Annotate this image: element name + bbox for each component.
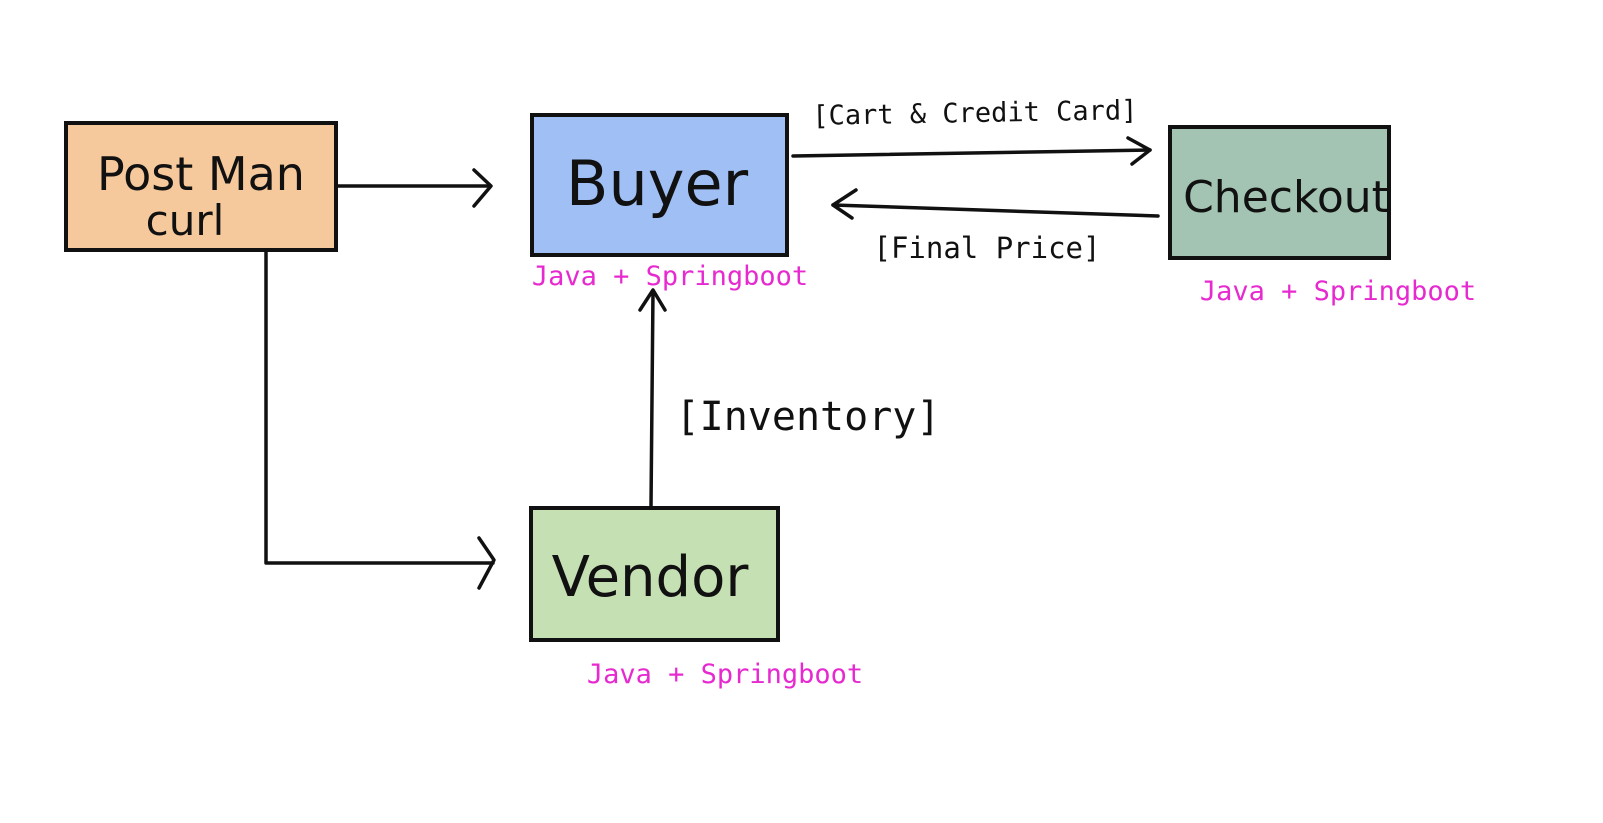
edge-postman-to-vendor (264, 250, 496, 590)
edge-vendor-to-buyer-arrowhead (638, 288, 667, 312)
edge-buyer-to-checkout (791, 136, 1152, 166)
edge-vendor-to-buyer-line (649, 289, 655, 508)
node-vendor-label: Vendor (552, 545, 750, 610)
node-buyer: Buyer Java + Springboot (530, 113, 808, 292)
node-checkout: Checkout Java + Springboot (1168, 125, 1476, 307)
edge-vendor-to-buyer (638, 288, 667, 508)
edge-postman-to-vendor-line (264, 250, 495, 565)
node-checkout-label: Checkout (1183, 172, 1389, 223)
node-buyer-box (530, 113, 789, 257)
edge-checkout-to-buyer-line (831, 203, 1160, 218)
edge-buyer-to-checkout-line (791, 148, 1152, 158)
edge-checkout-to-buyer (831, 188, 1160, 220)
node-postman: Post Man curl (64, 121, 338, 252)
node-checkout-box (1168, 125, 1391, 260)
node-postman-label-line2: curl (146, 196, 225, 245)
edge-postman-to-buyer-arrowhead (472, 168, 493, 208)
edge-buyer-to-checkout-label: [Cart & Credit Card] (812, 95, 1138, 132)
edge-checkout-to-buyer-label: [Final Price] (874, 231, 1101, 265)
node-postman-box (64, 121, 338, 252)
node-vendor-tech: Java + Springboot (587, 659, 863, 690)
node-checkout-tech: Java + Springboot (1200, 276, 1476, 307)
node-postman-label-line1: Post Man (97, 147, 305, 201)
node-vendor: Vendor Java + Springboot (529, 506, 863, 690)
edge-postman-to-vendor-arrowhead (477, 536, 496, 590)
edge-postman-to-buyer (335, 168, 493, 208)
edge-buyer-to-checkout-arrowhead (1126, 136, 1152, 166)
node-buyer-tech: Java + Springboot (532, 261, 808, 292)
edge-checkout-to-buyer-arrowhead (831, 188, 858, 220)
edge-vendor-to-buyer-label: [Inventory] (676, 394, 941, 440)
node-vendor-box (529, 506, 780, 642)
node-buyer-label: Buyer (566, 147, 749, 220)
